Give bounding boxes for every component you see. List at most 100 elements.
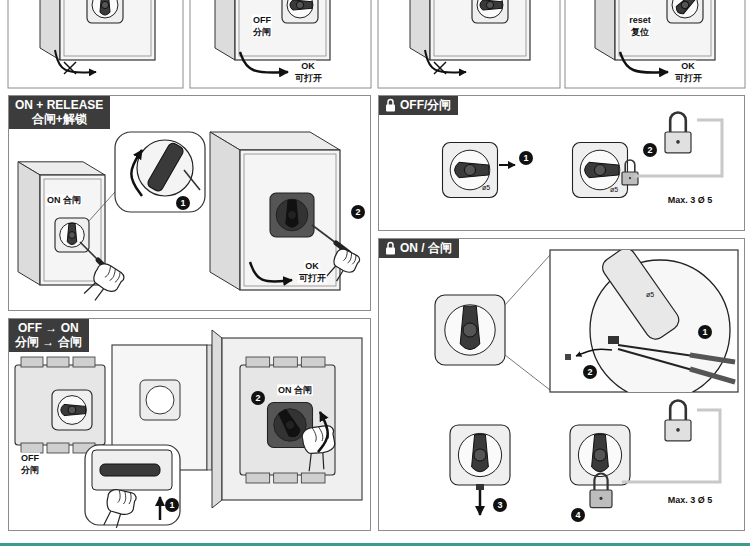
handle-grip-group: [277, 409, 302, 439]
breaker-terminal: [21, 443, 43, 453]
forbidden-cross: [434, 62, 446, 74]
handle-ring: [477, 0, 503, 18]
step-label: OK: [680, 61, 696, 72]
handle-grip: [460, 306, 480, 349]
handle-grip-group: [592, 435, 609, 472]
step-label: ON 合闸: [46, 195, 82, 206]
zoom-content: [565, 250, 735, 392]
padlock-shackle: [670, 113, 686, 133]
cabinet-front: [430, 0, 530, 60]
breaker-terminal: [246, 473, 270, 483]
lock-icon: [385, 98, 396, 112]
padlock-body: [665, 420, 691, 441]
instruction-panel: OFF/分闸: [378, 95, 745, 231]
cabinet-door: [44, 179, 101, 281]
motion-arrow: [240, 52, 288, 73]
breaker-terminal: [47, 357, 69, 367]
handle-grip: [455, 162, 489, 177]
padlock-shackle: [670, 400, 686, 420]
step-label: 分闸: [20, 465, 40, 476]
handle-ring: [458, 433, 501, 476]
handle-plate: [270, 193, 314, 237]
breaker-terminal: [274, 357, 298, 367]
handle-grip-group: [455, 162, 489, 177]
handle-grip: [472, 435, 489, 472]
breaker-terminal: [274, 473, 298, 483]
cabinet-door: [244, 154, 336, 286]
hand-fingers: [104, 265, 121, 283]
panel-heading: ON / 合闸: [400, 241, 452, 255]
lock-tab: [608, 336, 619, 344]
leader-line: [505, 355, 550, 390]
motion-arrow: [131, 150, 142, 196]
cabinet-side: [18, 162, 40, 285]
door-open-edge: [212, 330, 222, 508]
hand: [104, 490, 136, 528]
handle-ring: [274, 409, 306, 441]
padlock-body: [590, 490, 612, 508]
breaker-terminal: [246, 357, 270, 367]
handle-hub: [101, 1, 108, 8]
padlock-keyhole: [629, 177, 631, 179]
handle-plate: [450, 425, 510, 485]
handle-grip: [674, 0, 697, 16]
handle-plate: [573, 143, 628, 198]
callout-number: 1: [698, 325, 712, 339]
zoom-handle-grip: [100, 464, 160, 476]
screwdriver-shaft: [184, 170, 200, 190]
screwdriver-shaft: [312, 225, 336, 243]
motion-arrow: [55, 50, 96, 73]
handle-hub: [474, 449, 486, 461]
step-label: 可打开: [674, 73, 703, 84]
cabinet-side: [40, 0, 60, 60]
cabinet-side: [595, 0, 615, 60]
panel-header: OFF/分闸: [379, 96, 458, 115]
hand-palm: [299, 421, 340, 459]
hand-palm: [332, 248, 361, 275]
rotary-handle: [443, 143, 498, 198]
handle-hub: [594, 449, 606, 461]
rotary-handle: [282, 0, 318, 23]
zoom-handle-plate: [92, 450, 172, 490]
rotary-handle: [270, 193, 314, 237]
callout-number: 2: [643, 143, 657, 157]
panel-header: ON + RELEASE合闸+解锁: [9, 96, 110, 129]
handle-hub: [284, 419, 296, 431]
step-label: 分闸: [252, 27, 272, 38]
handle-ring: [92, 0, 118, 18]
callout-number: 2: [583, 365, 597, 379]
cabinet-door: [64, 0, 151, 56]
cabinet-door: [434, 0, 526, 56]
rotary-handle: [573, 143, 628, 198]
handle-grip-group: [674, 0, 697, 16]
handle-grip-group: [286, 200, 298, 227]
padlock-keyhole: [676, 428, 680, 432]
leader-line: [88, 192, 115, 222]
door-edge: [207, 345, 212, 470]
handle-plate: [435, 295, 505, 365]
handle-ring: [450, 150, 490, 190]
hand-palm: [91, 261, 127, 294]
handle-hub: [463, 323, 477, 337]
padlock-guide: [622, 410, 720, 482]
cabinet-side: [410, 0, 430, 60]
rotary-handle: [87, 0, 123, 23]
handle-grip: [585, 162, 619, 177]
lock-icon-body: [386, 248, 395, 255]
handle-grip-group: [480, 0, 502, 10]
lock-tab: [476, 484, 484, 490]
handle-plate: [87, 0, 123, 23]
step-label: Max. 3 Ø 5: [667, 495, 714, 506]
step-label: ø5: [482, 184, 490, 192]
screwdriver-shaft: [80, 242, 98, 260]
handle-grip-group: [472, 435, 489, 472]
zoom-handle-grip: [146, 141, 185, 192]
rotary-handle: [435, 295, 505, 365]
callout-number: 2: [251, 391, 265, 405]
callout-number: 2: [351, 205, 365, 219]
step-label: 复位: [630, 27, 650, 38]
lock-icon-shackle: [388, 243, 393, 249]
rotary-handle: [472, 0, 508, 23]
handle-plate: [282, 0, 318, 23]
handle-plate: [667, 0, 703, 23]
